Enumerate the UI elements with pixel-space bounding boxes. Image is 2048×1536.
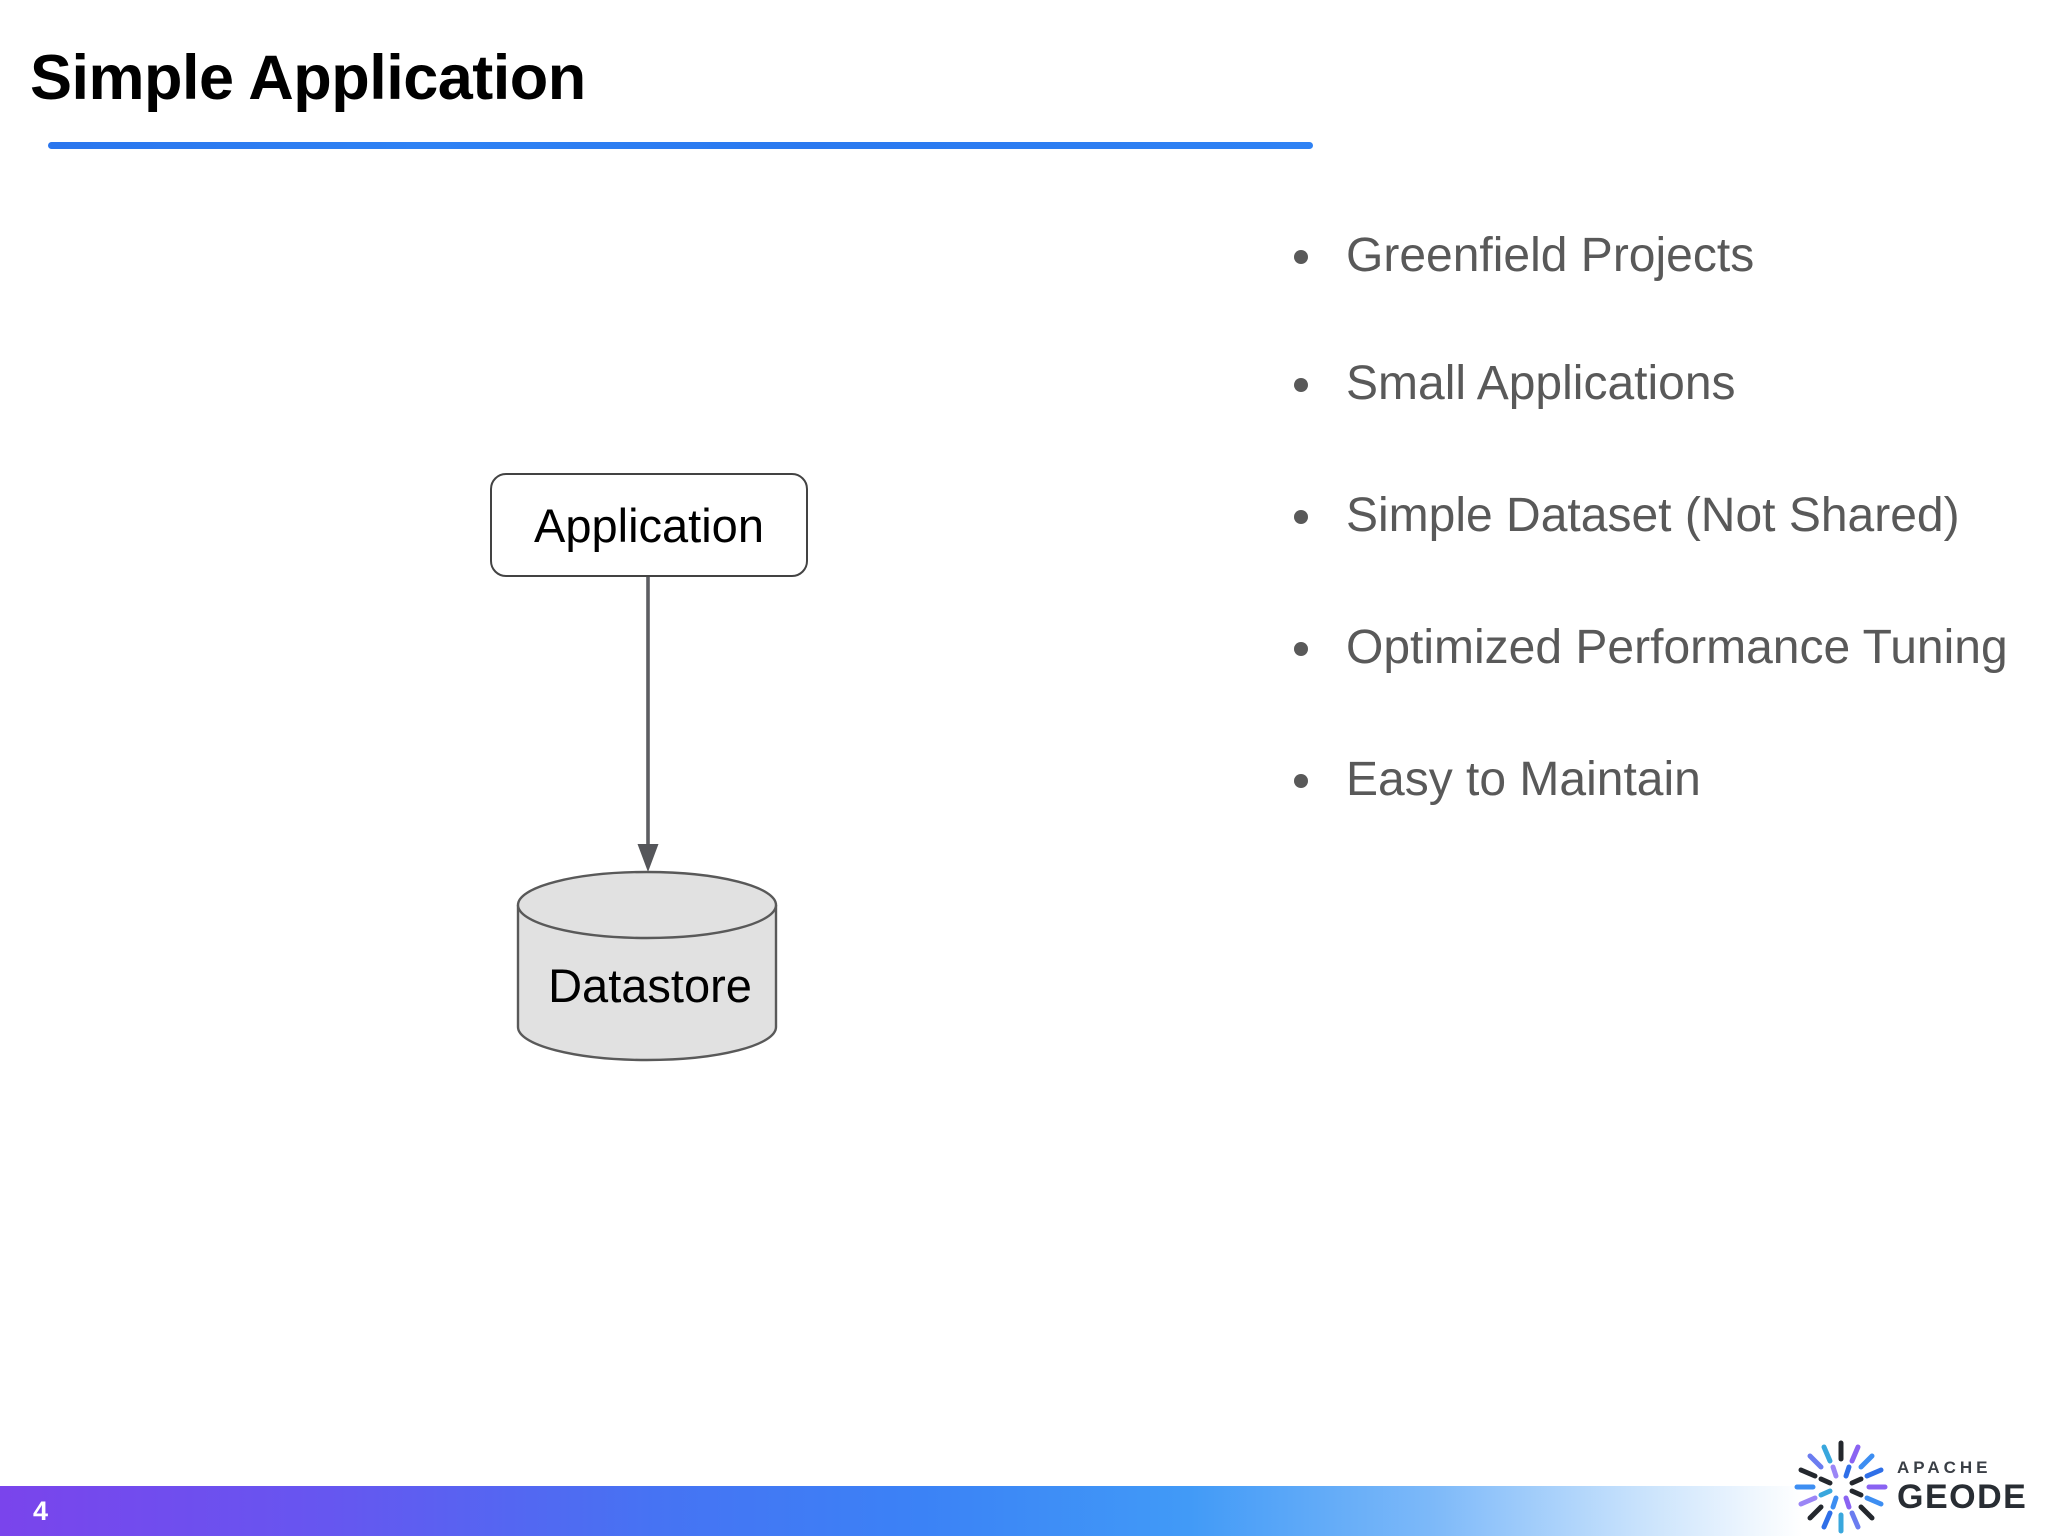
bullet-dot-icon <box>1294 642 1308 656</box>
datastore-node-label: Datastore <box>548 959 752 1012</box>
bullet-dot-icon <box>1294 378 1308 392</box>
starburst-icon <box>1794 1440 1888 1534</box>
application-node: Application <box>490 473 808 577</box>
datastore-cylinder-icon <box>516 870 778 1062</box>
logo-geode-label: GEODE <box>1897 1477 2028 1516</box>
connector-arrow-icon <box>637 577 659 872</box>
bullet-dot-icon <box>1294 250 1308 264</box>
bullet-item: Greenfield Projects <box>1294 228 1754 284</box>
bullet-text: Small Applications <box>1346 357 1736 410</box>
bullet-item: Optimized Performance Tuning <box>1294 620 2008 676</box>
logo-apache-label: APACHE <box>1897 1457 1992 1477</box>
title-underline <box>48 142 1313 149</box>
bullet-text: Optimized Performance Tuning <box>1346 621 2008 674</box>
application-node-label: Application <box>534 498 764 552</box>
bullet-text: Greenfield Projects <box>1346 229 1755 282</box>
page-number: 4 <box>33 1496 49 1526</box>
footer-gradient-bar: 4 <box>0 1486 2048 1536</box>
bullet-text: Easy to Maintain <box>1346 753 1701 806</box>
slide-title: Simple Application <box>30 43 586 113</box>
logo-text: APACHE GEODE <box>1897 1457 2028 1516</box>
bullet-item: Simple Dataset (Not Shared) <box>1294 488 1960 544</box>
bullet-text: Simple Dataset (Not Shared) <box>1346 489 1960 542</box>
bullet-item: Easy to Maintain <box>1294 752 1701 808</box>
apache-geode-logo: APACHE GEODE <box>1793 1438 2048 1536</box>
bullet-dot-icon <box>1294 774 1308 788</box>
bullet-dot-icon <box>1294 510 1308 524</box>
bullet-item: Small Applications <box>1294 356 1736 412</box>
